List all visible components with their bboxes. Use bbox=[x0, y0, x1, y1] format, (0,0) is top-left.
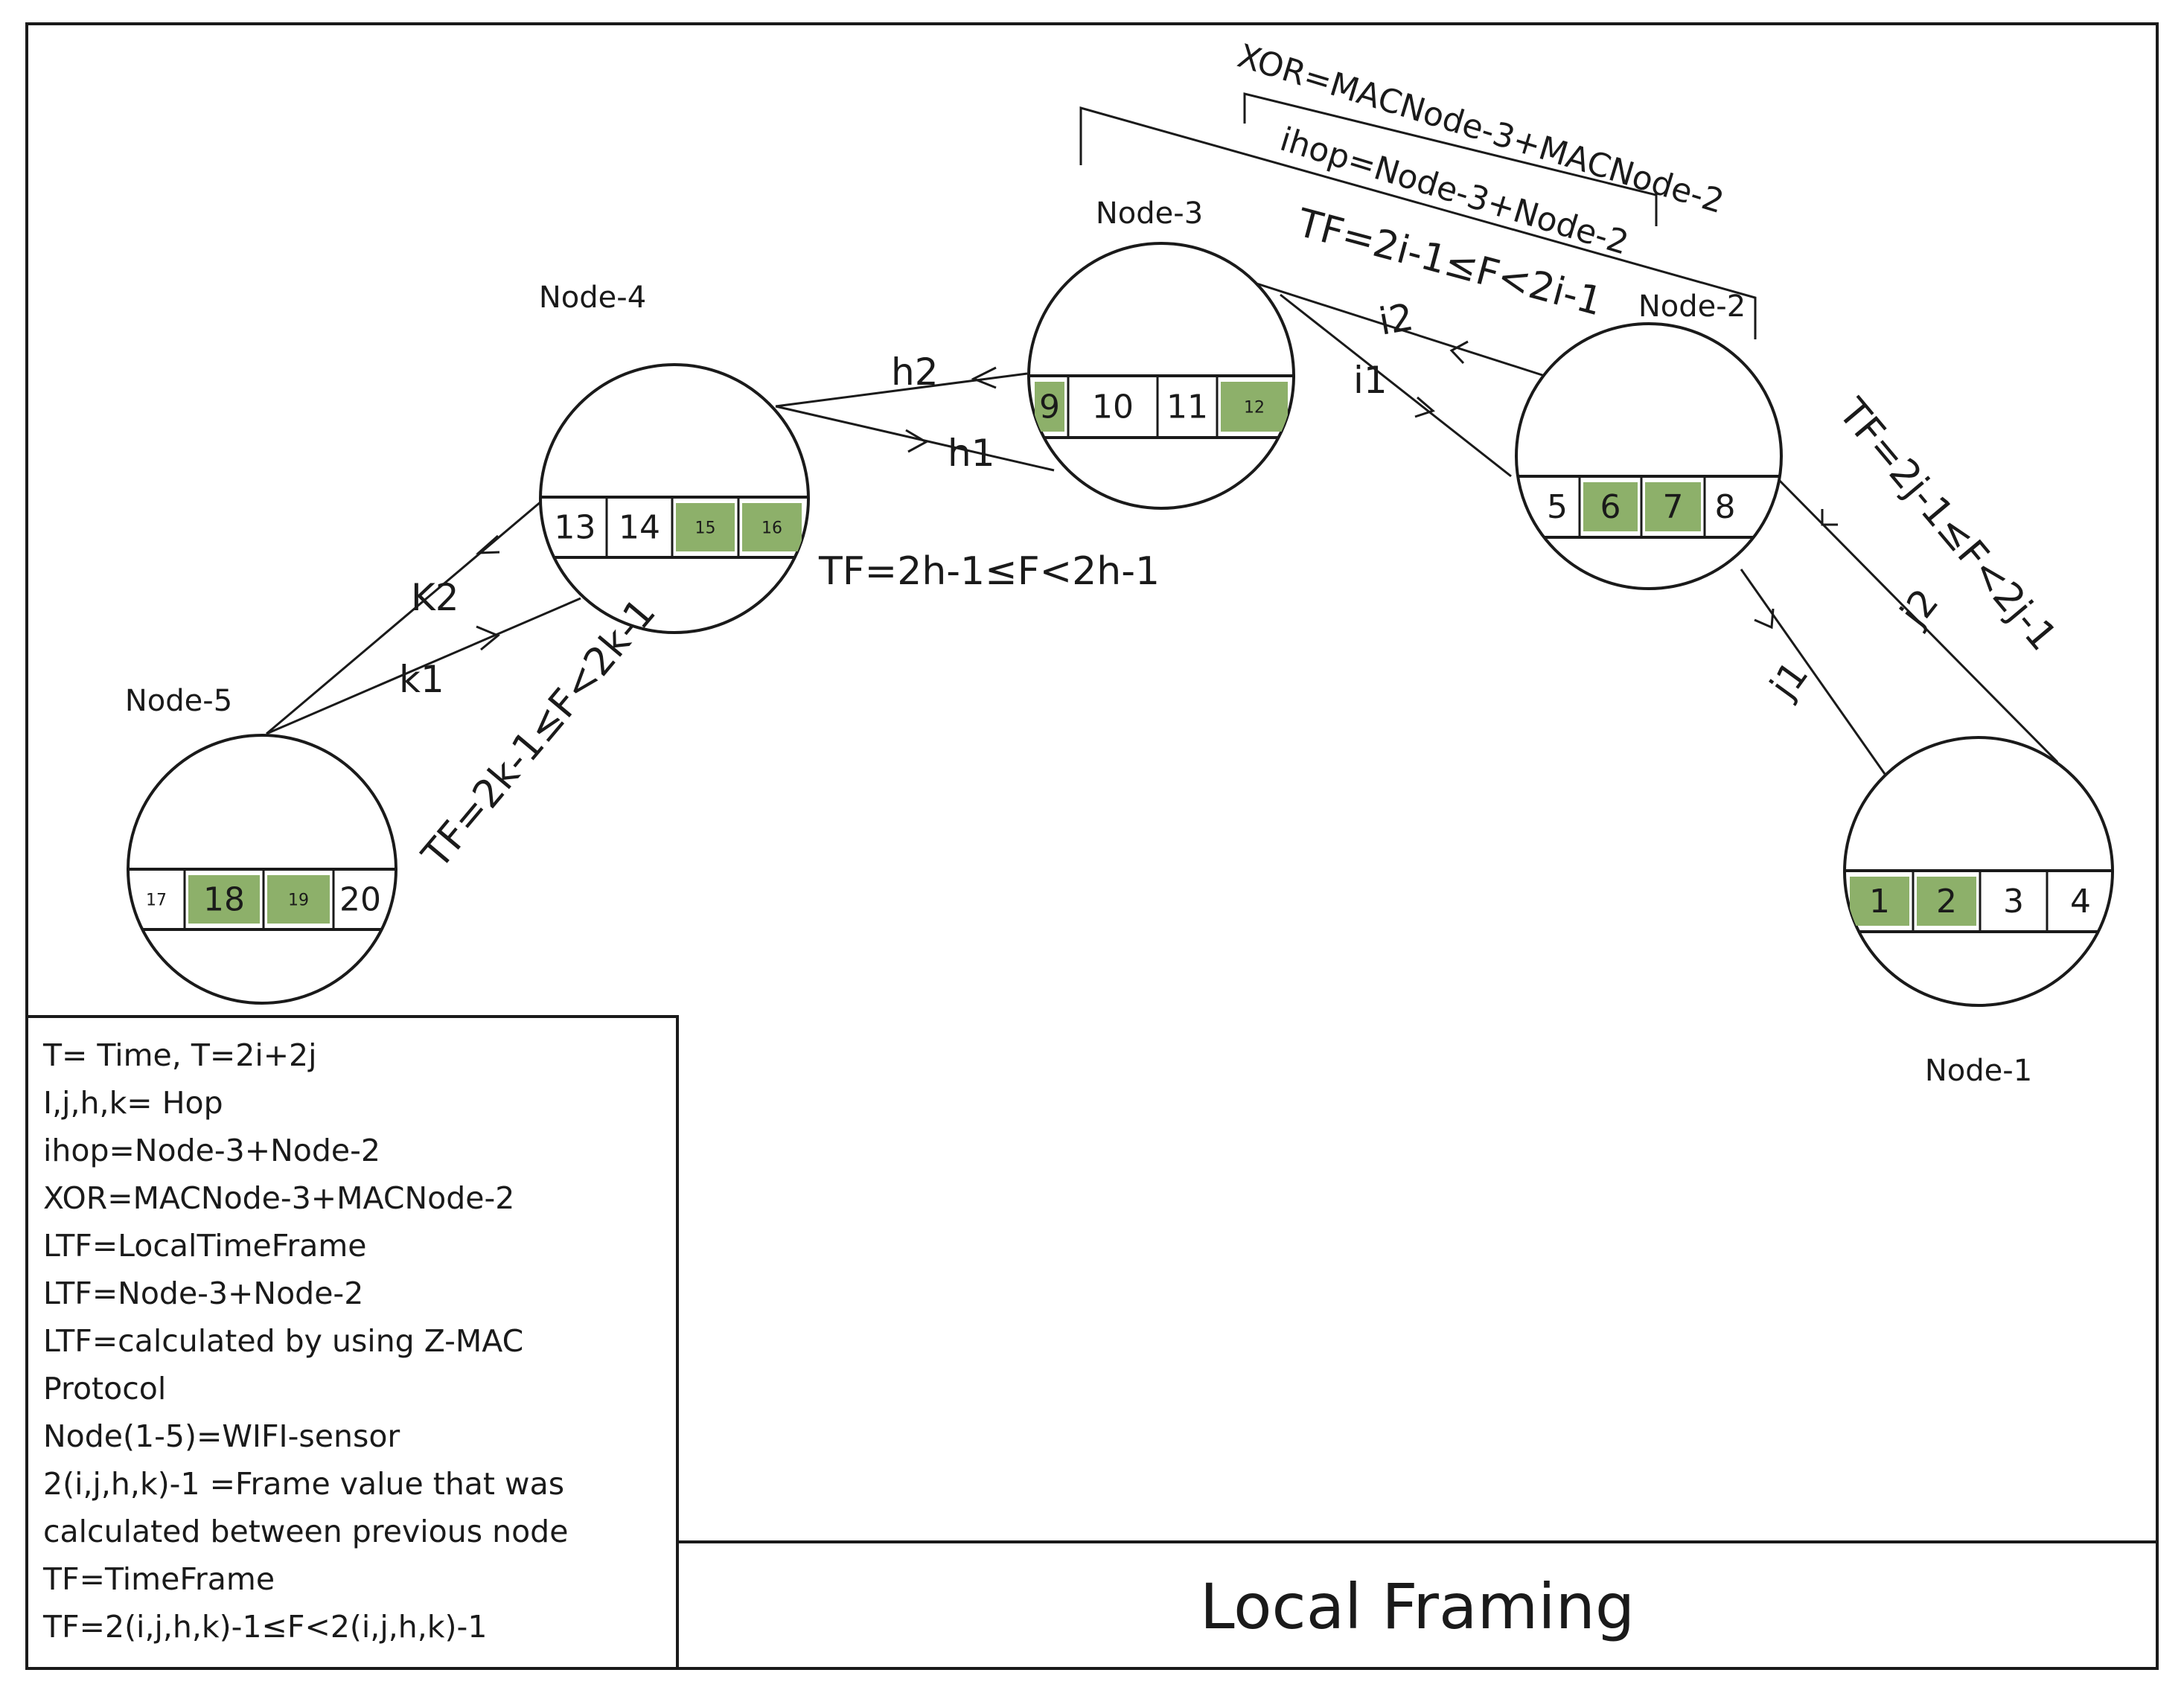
arrowhead-k1 bbox=[476, 625, 500, 651]
slot-label: 18 bbox=[203, 881, 245, 919]
slot-highlight bbox=[676, 503, 735, 551]
slot-highlight bbox=[267, 875, 330, 924]
slot-highlight bbox=[1221, 382, 1288, 432]
edges bbox=[266, 282, 2059, 775]
node-5: 17 18 19 20 Node-5 bbox=[125, 684, 397, 1005]
edge-label-h2: h2 bbox=[891, 351, 939, 394]
slot-highlight bbox=[1645, 482, 1701, 531]
node-circle bbox=[1515, 322, 1783, 590]
edge-label-i1: i1 bbox=[1353, 359, 1388, 402]
legend-line: TF=TimeFrame bbox=[42, 1561, 275, 1597]
formula-tf-k: TF=2k-1≤F<2k-1 bbox=[413, 590, 664, 877]
edge-h2 bbox=[775, 372, 1028, 408]
slot-label: 3 bbox=[2003, 883, 2024, 921]
edge-h1 bbox=[775, 405, 1055, 472]
slot-highlight bbox=[188, 875, 260, 924]
legend-line: XOR=MACNode-3+MACNode-2 bbox=[43, 1180, 514, 1216]
node-label: Node-5 bbox=[125, 684, 232, 718]
slot-band: 17 18 19 20 bbox=[128, 868, 396, 931]
slot-highlight bbox=[1035, 382, 1064, 432]
edge-label-h1: h1 bbox=[948, 432, 995, 475]
legend-line: ihop=Node-3+Node-2 bbox=[43, 1133, 380, 1168]
slot-label: 2 bbox=[1936, 883, 1957, 921]
legend-line: Protocol bbox=[43, 1371, 166, 1406]
bracket-inner bbox=[1243, 92, 1658, 226]
slot-label: 17 bbox=[146, 892, 167, 910]
slot-band: 1 2 3 4 bbox=[1845, 869, 2113, 933]
arrowhead-k2 bbox=[475, 534, 500, 554]
edge-label-j1: j1 bbox=[1761, 653, 1816, 707]
legend-line: I,j,h,k= Hop bbox=[43, 1085, 223, 1121]
slot-band: 9 10 11 12 bbox=[1029, 374, 1294, 439]
arrowhead-j2 bbox=[1821, 509, 1838, 526]
slot-label: 19 bbox=[288, 892, 309, 910]
slot-label: 1 bbox=[1869, 883, 1890, 921]
legend-line: TF=2(i,j,h,k)-1≤F<2(i,j,h,k)-1 bbox=[42, 1609, 487, 1645]
edge-label-j2: j2 bbox=[1891, 581, 1947, 636]
slot-label: 20 bbox=[339, 881, 381, 919]
slot-label: 15 bbox=[695, 519, 716, 538]
legend-line: LTF=Node-3+Node-2 bbox=[43, 1276, 363, 1311]
slot-label: 4 bbox=[2070, 883, 2091, 921]
bracket-outer bbox=[1079, 106, 1757, 339]
edge-k1 bbox=[266, 597, 581, 735]
slot-label: 8 bbox=[1715, 488, 1736, 526]
edge-label-k2: K2 bbox=[411, 576, 459, 619]
legend-line: Node(1-5)=WIFI-sensor bbox=[43, 1418, 400, 1454]
edge-i2 bbox=[1256, 282, 1545, 377]
slot-highlight bbox=[1850, 877, 1909, 926]
node-3: 9 10 11 12 Node-3 bbox=[1027, 196, 1295, 510]
slot-label: 16 bbox=[761, 519, 782, 538]
slot-label: 12 bbox=[1244, 399, 1265, 417]
legend-line: 2(i,j,h,k)-1 =Frame value that was bbox=[43, 1466, 564, 1502]
node-label: Node-1 bbox=[1925, 1054, 2032, 1088]
slot-highlight bbox=[742, 503, 802, 551]
slot-label: 11 bbox=[1166, 388, 1208, 426]
edge-j1 bbox=[1740, 569, 1886, 775]
legend-line: LTF=calculated by using Z-MAC bbox=[43, 1323, 523, 1359]
legend-line: T= Time, T=2i+2j bbox=[42, 1037, 317, 1073]
legend: T= Time, T=2i+2jI,j,h,k= Hop ihop=Node-3+… bbox=[42, 1037, 568, 1645]
slot-label: 5 bbox=[1547, 488, 1568, 526]
node-label: Node-3 bbox=[1096, 196, 1203, 231]
edge-label-i2: i2 bbox=[1376, 295, 1417, 344]
edge-k2 bbox=[266, 496, 547, 735]
node-4: 13 14 15 16 Node-4 bbox=[539, 281, 810, 634]
node-label: Node-4 bbox=[539, 281, 646, 315]
legend-box bbox=[25, 1015, 679, 1670]
slot-label: 13 bbox=[555, 509, 596, 547]
slot-label: 6 bbox=[1600, 488, 1621, 526]
slot-band: 13 14 15 16 bbox=[540, 496, 808, 559]
formula-tf-j: TF=2j-1≤F<2j-1 bbox=[1829, 390, 2065, 659]
legend-line: LTF=LocalTimeFrame bbox=[43, 1228, 367, 1264]
edge-i1 bbox=[1280, 293, 1512, 478]
arrowhead-j1 bbox=[1754, 608, 1775, 630]
slot-label: 7 bbox=[1663, 488, 1684, 526]
arrowhead-h2 bbox=[971, 366, 997, 389]
edge-label-k1: k1 bbox=[399, 658, 444, 701]
formula-tf-h: TF=2h-1≤F<2h-1 bbox=[818, 549, 1160, 594]
diagram-title: Local Framing bbox=[1200, 1570, 1635, 1643]
slot-label: 10 bbox=[1092, 388, 1134, 426]
legend-line: calculated between previous node bbox=[43, 1514, 568, 1549]
slot-highlight bbox=[1917, 877, 1976, 926]
arrowhead-i2 bbox=[1449, 340, 1469, 365]
slot-highlight bbox=[1583, 482, 1638, 531]
slot-label: 14 bbox=[619, 509, 660, 547]
node-label: Node-2 bbox=[1638, 289, 1746, 324]
slot-label: 9 bbox=[1039, 388, 1060, 426]
arrowhead-i1 bbox=[1414, 396, 1435, 418]
arrowhead-h1 bbox=[905, 429, 929, 453]
